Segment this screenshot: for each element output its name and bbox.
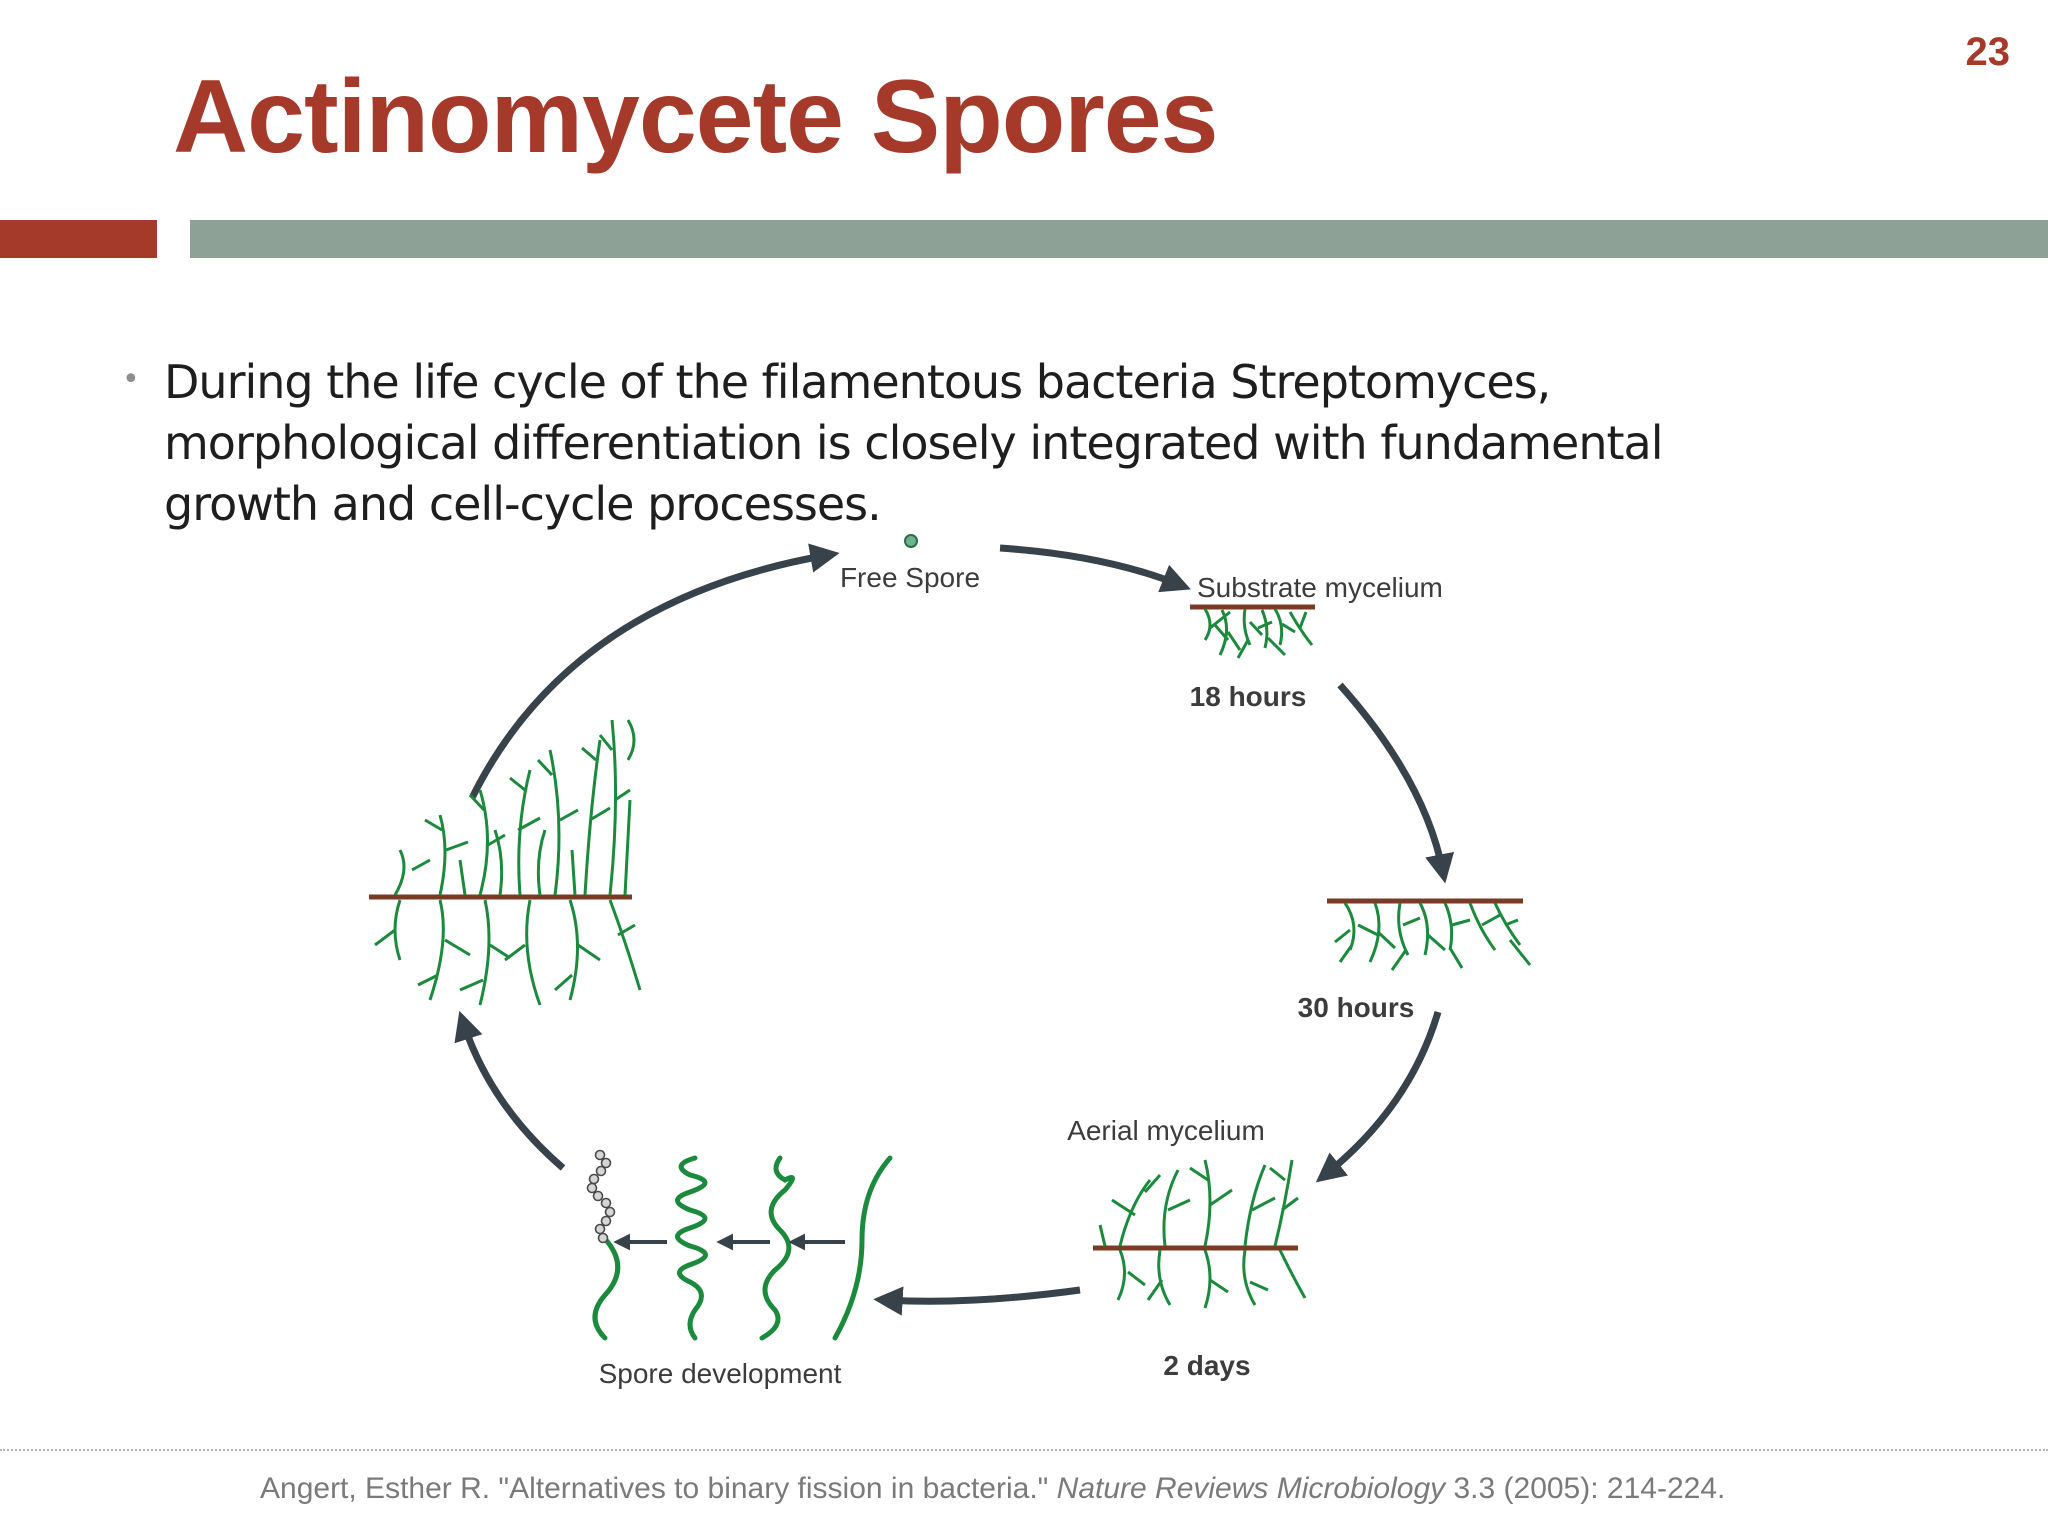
spore-stage-chain-tail bbox=[592, 1237, 621, 1341]
arrow-18h-to-30h bbox=[1337, 682, 1455, 884]
label-30-hours: 30 hours bbox=[1298, 992, 1415, 1023]
label-2-days: 2 days bbox=[1163, 1350, 1250, 1381]
bullet-text: During the life cycle of the filamentous… bbox=[164, 355, 1664, 531]
spore-stage-tight-coil bbox=[675, 1155, 708, 1341]
arrow-spores-to-mycelium bbox=[454, 1010, 566, 1171]
label-substrate-mycelium: Substrate mycelium bbox=[1197, 572, 1443, 603]
footer-divider bbox=[0, 1449, 2048, 1451]
title-rule-bar bbox=[190, 220, 2048, 258]
citation: Angert, Esther R. "Alternatives to binar… bbox=[260, 1472, 2048, 1506]
streptomyces-life-cycle-diagram: Free Spore Substrate mycelium 18 hours 3… bbox=[369, 534, 1532, 1389]
spore-development-stages bbox=[592, 1155, 893, 1341]
mycelium-mature bbox=[374, 719, 642, 1006]
bullet-dot-icon: • bbox=[122, 362, 140, 397]
spore-chain bbox=[586, 1149, 616, 1244]
arrow-spore-to-substrate bbox=[999, 544, 1191, 593]
arrow-aerial-to-spores bbox=[873, 1286, 1081, 1316]
slide-title: Actinomycete Spores bbox=[173, 59, 1218, 175]
title-accent-bar bbox=[0, 220, 157, 258]
label-aerial-mycelium: Aerial mycelium bbox=[1067, 1115, 1265, 1146]
mycelium-2-days bbox=[1098, 1159, 1307, 1309]
spore-stage-early-coil bbox=[759, 1155, 795, 1341]
citation-authors: Angert, Esther R. "Alternatives to binar… bbox=[260, 1472, 1057, 1505]
free-spore-icon bbox=[904, 534, 918, 548]
citation-journal: Nature Reviews Microbiology bbox=[1056, 1472, 1446, 1505]
arrow-30h-to-aerial bbox=[1315, 1011, 1442, 1183]
arrow-mycelium-to-spore bbox=[468, 543, 840, 800]
label-spore-development: Spore development bbox=[599, 1358, 842, 1389]
spore-stage-straight-hypha bbox=[832, 1155, 893, 1341]
mycelium-30h bbox=[1334, 902, 1532, 971]
mycelium-18h bbox=[1203, 608, 1314, 659]
citation-details: 3.3 (2005): 214-224. bbox=[1445, 1472, 1726, 1505]
slide-number: 23 bbox=[1965, 30, 2011, 74]
label-free-spore: Free Spore bbox=[840, 562, 980, 593]
label-18-hours: 18 hours bbox=[1190, 681, 1307, 712]
